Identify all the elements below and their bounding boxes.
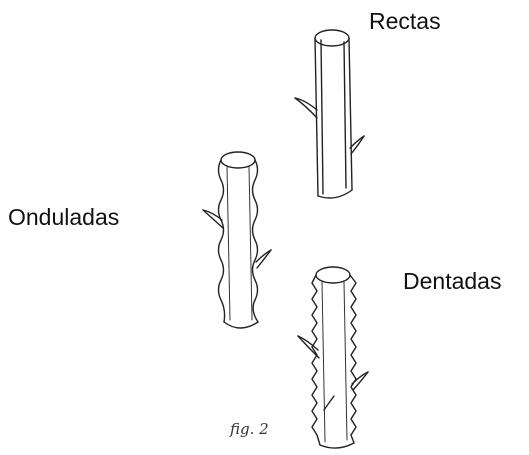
straight-stem (295, 30, 364, 198)
toothed-stem (298, 267, 368, 448)
label-onduladas: Onduladas (8, 204, 119, 231)
label-rectas: Rectas (369, 8, 441, 35)
figure-caption: fig. 2 (230, 420, 269, 438)
wavy-stem (203, 152, 271, 328)
label-dentadas: Dentadas (403, 268, 501, 295)
